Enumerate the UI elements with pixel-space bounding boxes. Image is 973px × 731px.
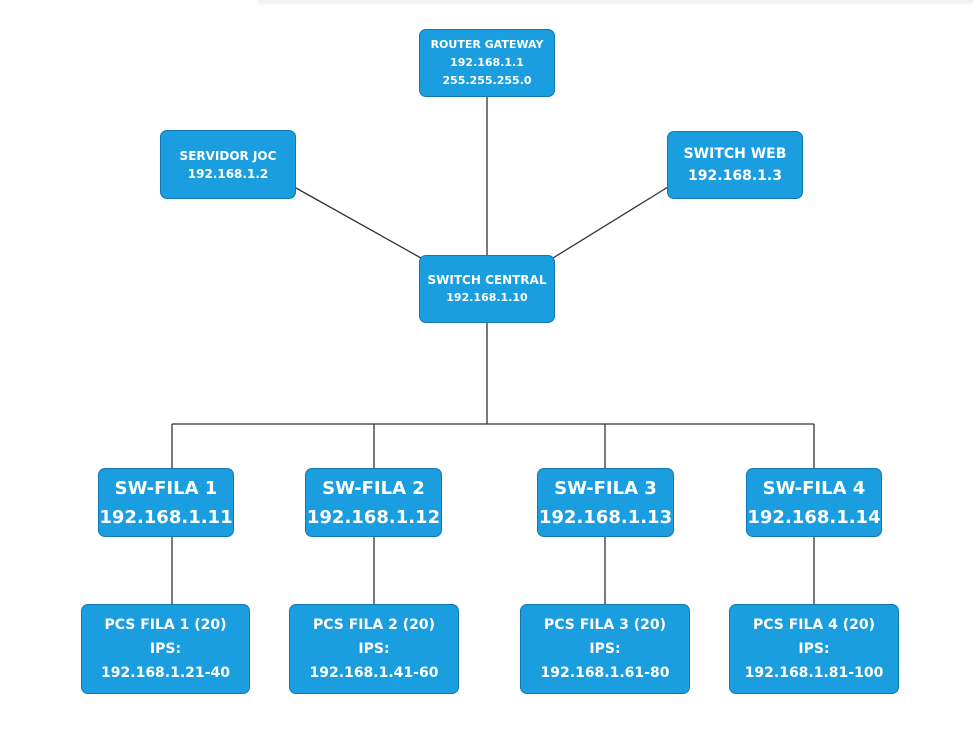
- sw-fila-ip: 192.168.1.11: [99, 506, 233, 528]
- pcs-ips-range: 192.168.1.21-40: [101, 665, 230, 681]
- pcs-ips-range: 192.168.1.81-100: [744, 665, 884, 681]
- pcs-title: PCS FILA 3 (20): [543, 617, 667, 633]
- sw-fila-4-node[interactable]: SW-FILA 4 192.168.1.14: [746, 468, 882, 537]
- sw-fila-name: SW-FILA 1: [114, 477, 218, 499]
- switch-web-node[interactable]: SWITCH WEB 192.168.1.3: [667, 131, 803, 199]
- pcs-ips-label: IPS:: [358, 641, 390, 657]
- router-mask: 255.255.255.0: [442, 74, 532, 87]
- link-web-central: [552, 186, 669, 259]
- sw-fila-1-node[interactable]: SW-FILA 1 192.168.1.11: [98, 468, 234, 537]
- pcs-ips-range: 192.168.1.61-80: [540, 665, 670, 681]
- pcs-fila-3-node[interactable]: PCS FILA 3 (20) IPS: 192.168.1.61-80: [520, 604, 690, 694]
- sw-fila-name: SW-FILA 2: [322, 477, 425, 499]
- router-name: ROUTER GATEWAY: [430, 38, 544, 51]
- pcs-title: PCS FILA 2 (20): [312, 617, 436, 633]
- switch-central-ip: 192.168.1.10: [446, 291, 528, 304]
- switch-central-node[interactable]: SWITCH CENTRAL 192.168.1.10: [419, 255, 555, 323]
- sw-fila-2-node[interactable]: SW-FILA 2 192.168.1.12: [305, 468, 442, 537]
- sw-fila-name: SW-FILA 3: [554, 477, 657, 499]
- sw-fila-3-node[interactable]: SW-FILA 3 192.168.1.13: [537, 468, 674, 537]
- pcs-ips-label: IPS:: [589, 641, 621, 657]
- sw-fila-ip: 192.168.1.13: [538, 506, 673, 528]
- servidor-joc-node[interactable]: SERVIDOR JOC 192.168.1.2: [160, 130, 296, 199]
- switch-web-ip: 192.168.1.3: [688, 168, 782, 184]
- link-servidor-central: [295, 187, 422, 259]
- pcs-ips-label: IPS:: [798, 641, 830, 657]
- sw-fila-ip: 192.168.1.14: [747, 506, 881, 528]
- switch-central-name: SWITCH CENTRAL: [427, 273, 547, 287]
- servidor-ip: 192.168.1.2: [187, 166, 269, 181]
- pcs-fila-2-node[interactable]: PCS FILA 2 (20) IPS: 192.168.1.41-60: [289, 604, 459, 694]
- router-ip: 192.168.1.1: [450, 56, 524, 69]
- pcs-title: PCS FILA 4 (20): [752, 617, 876, 633]
- pcs-title: PCS FILA 1 (20): [104, 617, 227, 633]
- router-gateway-node[interactable]: ROUTER GATEWAY 192.168.1.1 255.255.255.0: [419, 29, 555, 97]
- pcs-ips-label: IPS:: [149, 641, 182, 657]
- sw-fila-name: SW-FILA 4: [762, 477, 866, 499]
- servidor-name: SERVIDOR JOC: [179, 148, 277, 163]
- pcs-ips-range: 192.168.1.41-60: [309, 665, 439, 681]
- switch-web-name: SWITCH WEB: [683, 146, 787, 162]
- top-edge-shadow: [258, 0, 973, 2]
- pcs-fila-1-node[interactable]: PCS FILA 1 (20) IPS: 192.168.1.21-40: [81, 604, 250, 694]
- pcs-fila-4-node[interactable]: PCS FILA 4 (20) IPS: 192.168.1.81-100: [729, 604, 899, 694]
- sw-fila-ip: 192.168.1.12: [306, 506, 441, 528]
